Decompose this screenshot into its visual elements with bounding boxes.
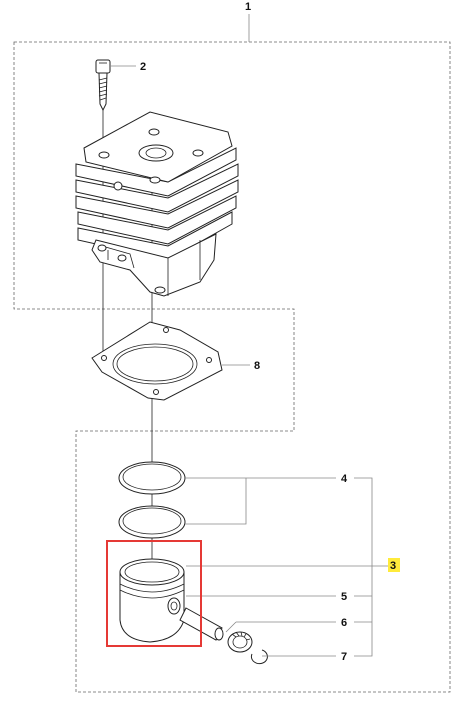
callout-8[interactable]: 8 (254, 360, 260, 372)
kit-bracket (354, 477, 373, 657)
bolt-icon[interactable] (95, 59, 111, 112)
callout-6[interactable]: 6 (341, 617, 347, 629)
cylinder-icon[interactable] (75, 111, 239, 297)
piston-icon[interactable] (119, 558, 185, 643)
leader-line-6b (225, 621, 237, 633)
callout-1[interactable]: 1 (245, 1, 251, 13)
piston-ring-lower[interactable] (118, 505, 186, 539)
leader-line-4-lower (185, 478, 247, 525)
callout-7[interactable]: 7 (341, 651, 347, 663)
needle-bearing-icon[interactable] (227, 631, 253, 653)
piston-ring-icon[interactable] (118, 461, 186, 495)
callout-3[interactable]: 3 (390, 560, 396, 572)
highlight-label-3 (388, 558, 400, 572)
callout-5[interactable]: 5 (341, 591, 347, 603)
callout-4[interactable]: 4 (341, 473, 348, 485)
callout-2[interactable]: 2 (140, 61, 146, 73)
gasket-icon[interactable] (91, 321, 223, 401)
highlight-box (106, 540, 202, 647)
circlip-icon[interactable] (250, 649, 268, 665)
assembly-boundary (13, 41, 451, 693)
